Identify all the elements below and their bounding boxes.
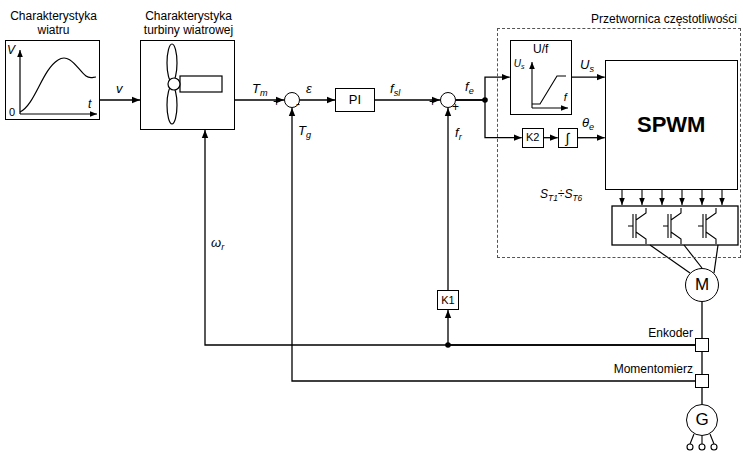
- igbt-symbol: [663, 208, 681, 244]
- subscript: s: [589, 64, 594, 74]
- node-text: +: [452, 101, 459, 115]
- subscript: sl: [394, 88, 401, 98]
- node-text: Us: [514, 58, 525, 70]
- node-text: +: [273, 96, 280, 110]
- signal-connector: [292, 108, 695, 381]
- node-text: K1: [441, 294, 454, 307]
- signal-connector: [100, 99, 140, 100]
- signal-label: ST1÷ST6: [540, 188, 582, 201]
- torque-meter-box: Momentomierz: [695, 374, 709, 388]
- summing-junction: +-: [284, 92, 300, 108]
- node-text: M: [695, 275, 709, 295]
- signal-connector: [447, 108, 448, 290]
- pi-controller: PI: [335, 88, 375, 112]
- frequency-converter: Przetwornica częstotliwościU/fUsfSPWMK2∫: [497, 28, 741, 258]
- node-text: G: [695, 410, 708, 430]
- transistor-bridge: [612, 206, 738, 245]
- node-text: Charakterystyka turbiny wiatrowej: [126, 10, 251, 38]
- turbine-model-box: Charakterystyka turbiny wiatrowej: [140, 40, 235, 130]
- node-text: K2: [526, 131, 539, 144]
- signal-connector: [456, 100, 522, 138]
- igbt-symbol: [628, 208, 646, 244]
- node-text: ∫: [566, 130, 570, 146]
- signal-connector: [701, 302, 702, 338]
- subscript: T1: [548, 193, 558, 203]
- signal-label: Us: [580, 58, 594, 72]
- uf-chart: [532, 62, 568, 108]
- wind-chart: [20, 50, 97, 114]
- signal-label: fr: [455, 126, 462, 140]
- signal-label: θe: [582, 116, 594, 130]
- node-text: Charakterystyka wiatru: [0, 10, 109, 38]
- gate-signal-arrows: [622, 190, 722, 205]
- node-text: -: [296, 98, 300, 112]
- turbine-illustration: [167, 44, 222, 124]
- subscript: r: [459, 132, 462, 142]
- subscript: e: [589, 122, 594, 132]
- signal-connector: [578, 137, 605, 138]
- node-text: Momentomierz: [614, 363, 693, 377]
- node-text: U/f: [511, 43, 571, 57]
- signal-label: Tm: [252, 82, 268, 96]
- signal-label: 0: [9, 106, 15, 118]
- generator-terminals: [687, 434, 717, 450]
- encoder-box: Enkoder: [695, 338, 709, 352]
- signal-label: v: [116, 82, 123, 96]
- signal-label: Tg: [298, 124, 311, 138]
- subscript: r: [221, 242, 224, 252]
- gain-box: K2: [522, 128, 544, 148]
- integrator-box: ∫: [558, 128, 578, 148]
- signal-connector: [300, 99, 335, 100]
- node-text: Przetwornica częstotliwości: [591, 13, 737, 27]
- igbt-symbol: [698, 208, 716, 244]
- subscript: e: [469, 86, 474, 96]
- uf-block: U/fUs f: [510, 40, 572, 115]
- subscript: m: [260, 88, 268, 98]
- junction-dots: [445, 97, 488, 348]
- signal-connector: [701, 388, 702, 404]
- signal-connector: [572, 77, 605, 78]
- node-text: PI: [349, 93, 361, 108]
- node-text: Enkoder: [648, 327, 693, 341]
- node-text: f: [564, 91, 567, 104]
- signal-connector: [701, 352, 702, 374]
- signal-connector: [544, 137, 558, 138]
- subscript: g: [306, 130, 311, 140]
- signal-label: V: [7, 44, 15, 57]
- node-text: +: [429, 96, 436, 110]
- signal-label: ωr: [211, 236, 224, 250]
- signal-label: fsl: [390, 82, 400, 96]
- summing-junction: ++: [440, 92, 456, 108]
- node-text: SPWM: [637, 112, 705, 137]
- signal-connector: [448, 310, 695, 345]
- motor-symbol: M: [685, 268, 719, 302]
- signal-label: fe: [465, 80, 474, 94]
- subscript: s: [521, 63, 525, 70]
- signal-label: t: [88, 98, 91, 111]
- spwm-block: SPWM: [605, 60, 738, 190]
- signal-label: ε: [306, 82, 312, 96]
- signal-connector: [456, 77, 510, 100]
- wind-profile-box: Charakterystyka wiatru: [5, 40, 100, 120]
- gain-box: K1: [437, 290, 459, 310]
- generator-symbol: G: [686, 404, 718, 436]
- signal-connector: [205, 130, 695, 345]
- subscript: T6: [572, 193, 582, 203]
